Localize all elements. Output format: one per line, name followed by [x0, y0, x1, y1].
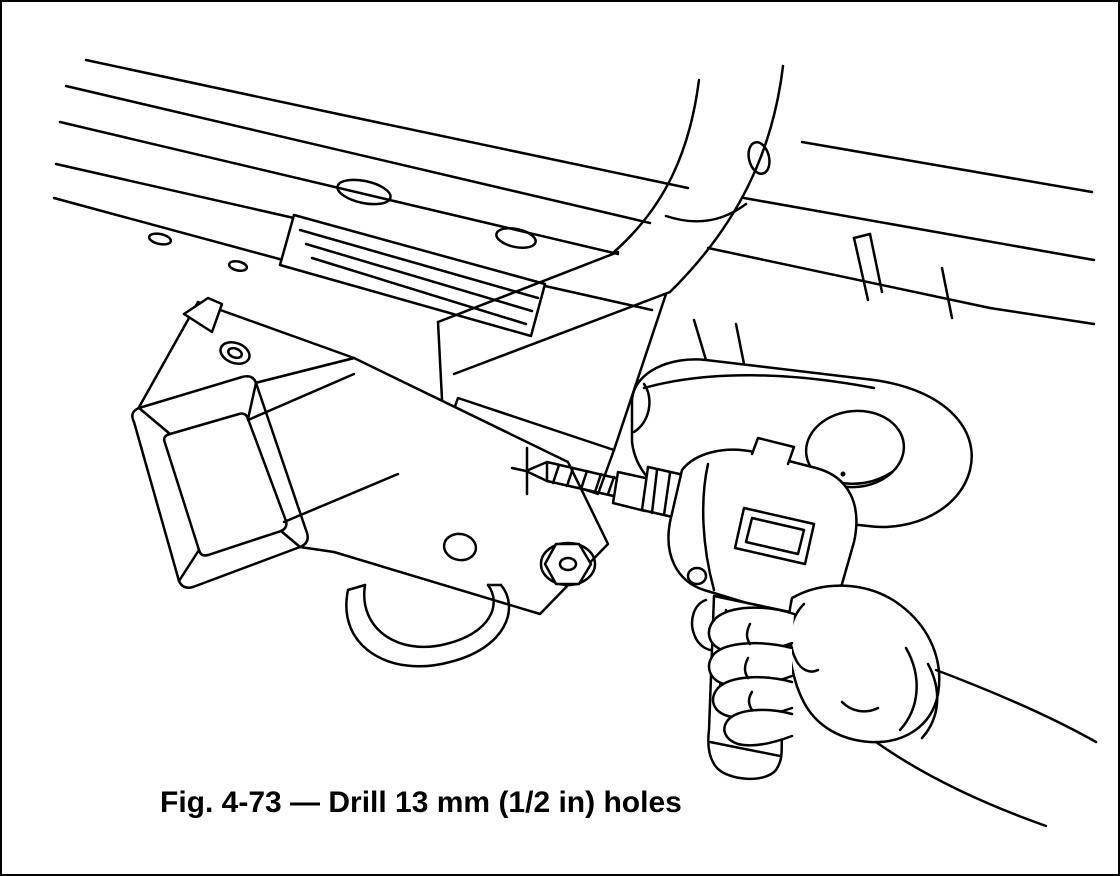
installer-hand — [707, 584, 1098, 828]
arm-line — [874, 740, 1048, 828]
frame-hole — [747, 141, 771, 175]
center-mark — [510, 466, 528, 473]
finger — [723, 708, 794, 747]
bracket-hole — [219, 341, 251, 365]
drill-front-detail — [686, 566, 708, 586]
wrist-crease — [898, 646, 918, 732]
bracket-tab — [182, 296, 224, 334]
plate-hole — [442, 532, 478, 562]
palm — [787, 584, 941, 744]
small-hole — [840, 471, 846, 477]
frame-hole — [495, 227, 537, 249]
tow-loop-hole — [804, 409, 906, 489]
frame-hole — [336, 178, 392, 206]
drill-bit — [510, 446, 686, 520]
bolt-center — [558, 556, 578, 572]
figure-caption: Fig. 4-73 — Drill 13 mm (1/2 in) holes — [160, 786, 682, 819]
wrist-crease — [920, 662, 939, 740]
tow-hook — [345, 583, 511, 668]
bracket-hole-inner — [226, 346, 244, 360]
hex-bolt — [543, 542, 593, 586]
drill-label-plate — [733, 506, 816, 566]
curved-frame-rail — [612, 64, 1096, 326]
trigger — [690, 598, 720, 652]
hitch-bracket — [131, 296, 610, 668]
tow-hook — [362, 583, 495, 649]
frame-rails — [52, 58, 690, 312]
thumb — [789, 602, 820, 673]
arm-line — [934, 668, 1098, 744]
air-drill-body — [667, 436, 858, 652]
frame-crossmember — [278, 213, 547, 338]
frame-hole — [147, 232, 173, 246]
frame-hole — [227, 259, 249, 273]
